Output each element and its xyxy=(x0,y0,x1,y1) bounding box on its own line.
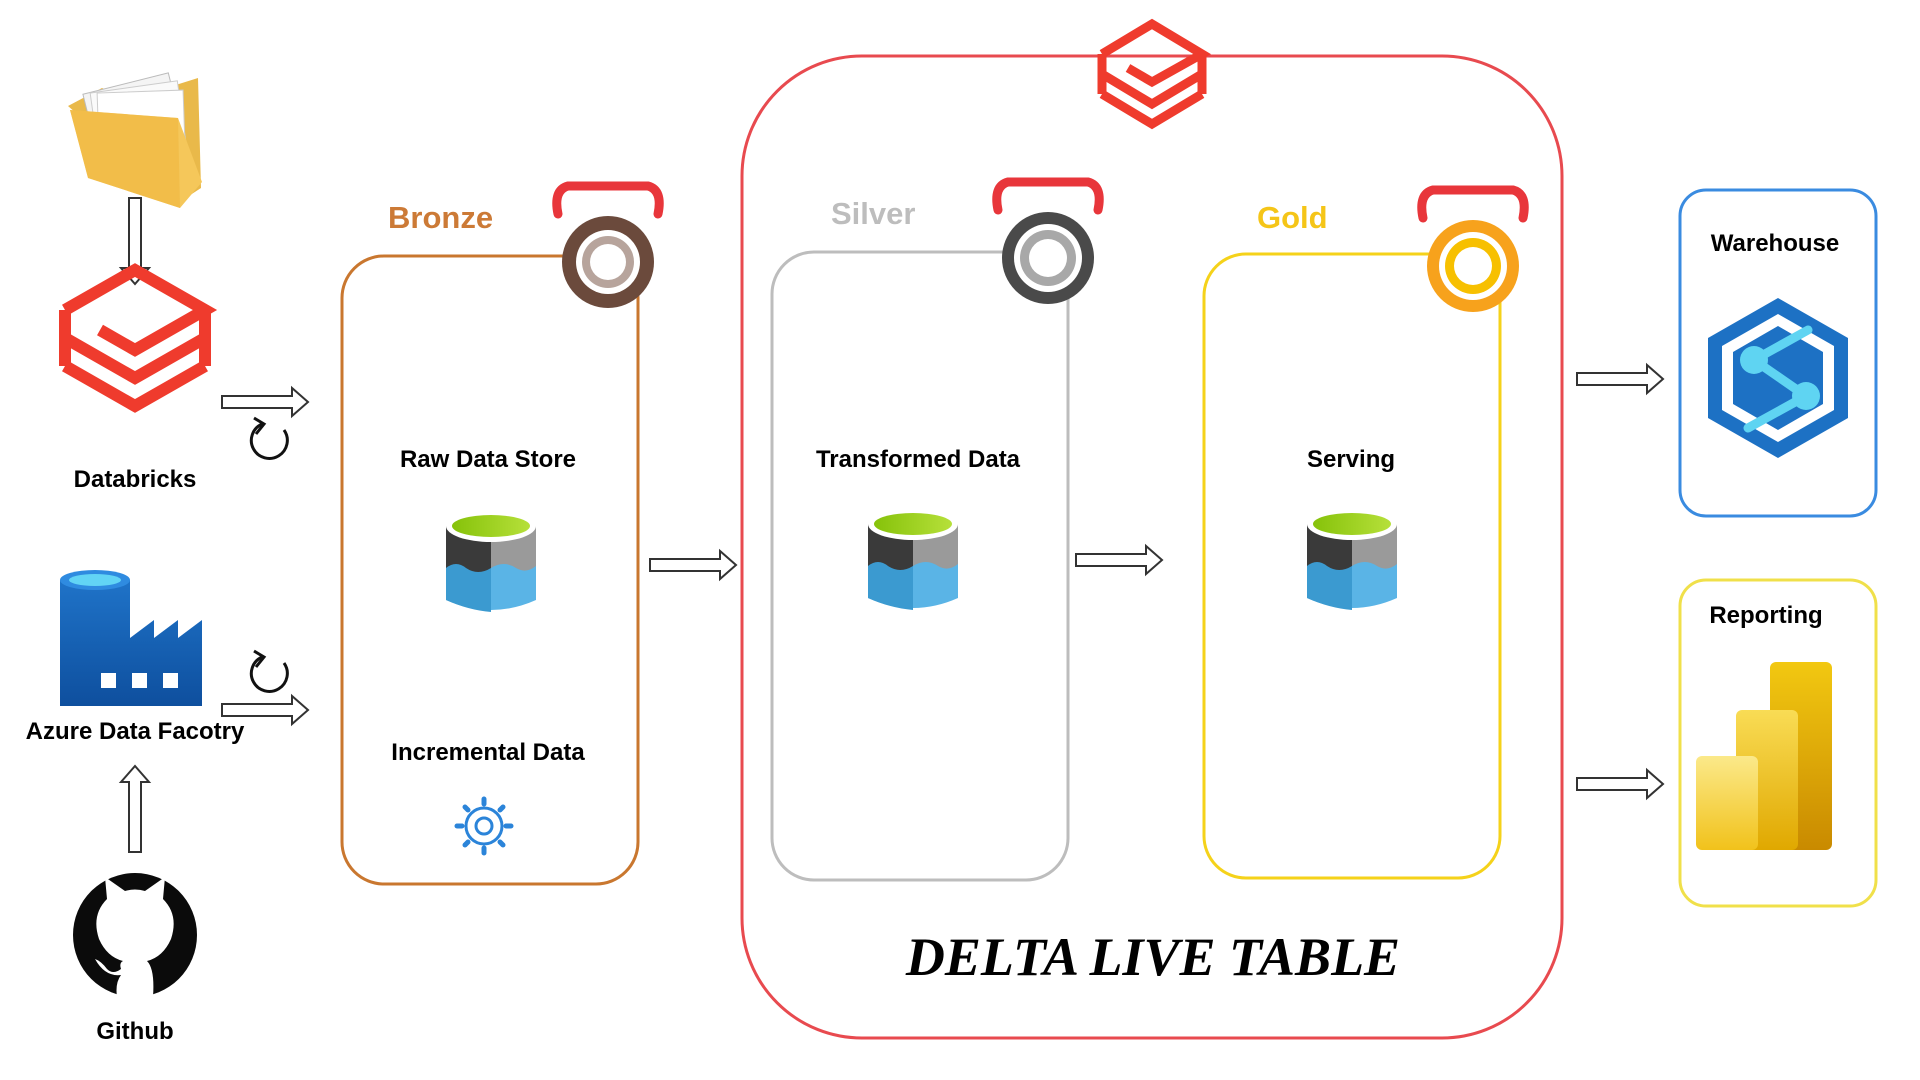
medal-icon xyxy=(997,182,1100,304)
databricks-icon xyxy=(1097,18,1211,130)
data-lake-icon xyxy=(868,508,958,610)
warehouse-box xyxy=(1678,188,1878,518)
gear-icon xyxy=(454,796,514,856)
github-label: Github xyxy=(96,1018,174,1045)
silver-title: Silver xyxy=(831,196,916,231)
databricks-icon xyxy=(59,263,218,413)
databricks-label: Databricks xyxy=(73,466,197,493)
arrow-icon xyxy=(221,387,309,417)
folder-icon xyxy=(68,72,202,208)
gold-title: Gold xyxy=(1257,200,1328,235)
incremental-data-label: Incremental Data xyxy=(391,739,585,766)
gold-box xyxy=(1202,252,1502,880)
bronze-title: Bronze xyxy=(388,200,494,235)
serving-label: Serving xyxy=(1306,446,1396,473)
medal-icon xyxy=(557,186,660,308)
bronze-box xyxy=(340,254,640,886)
github-icon xyxy=(73,873,197,997)
arrow-icon xyxy=(649,550,737,580)
synapse-icon xyxy=(1708,298,1848,458)
adf-label: Azure Data Facotry xyxy=(25,718,245,745)
raw-data-store-label: Raw Data Store xyxy=(399,446,577,473)
arrow-icon xyxy=(120,765,150,853)
azure-data-factory-icon xyxy=(60,570,202,706)
data-lake-icon xyxy=(446,510,536,612)
medal-icon xyxy=(1422,190,1525,312)
refresh-icon xyxy=(249,416,289,460)
delta-live-table-box xyxy=(740,54,1564,1040)
warehouse-label: Warehouse xyxy=(1710,230,1840,257)
delta-live-table-title: DELTA LIVE TABLE xyxy=(905,927,1401,987)
power-bi-icon xyxy=(1696,662,1832,850)
arrow-icon xyxy=(1576,769,1664,799)
data-lake-icon xyxy=(1307,508,1397,610)
reporting-box xyxy=(1678,578,1878,908)
arrow-icon xyxy=(1576,364,1664,394)
refresh-icon xyxy=(249,649,289,693)
silver-box xyxy=(770,250,1070,882)
transformed-data-label: Transformed Data xyxy=(815,446,1021,473)
arrow-icon xyxy=(1075,545,1163,575)
reporting-label: Reporting xyxy=(1709,602,1823,629)
